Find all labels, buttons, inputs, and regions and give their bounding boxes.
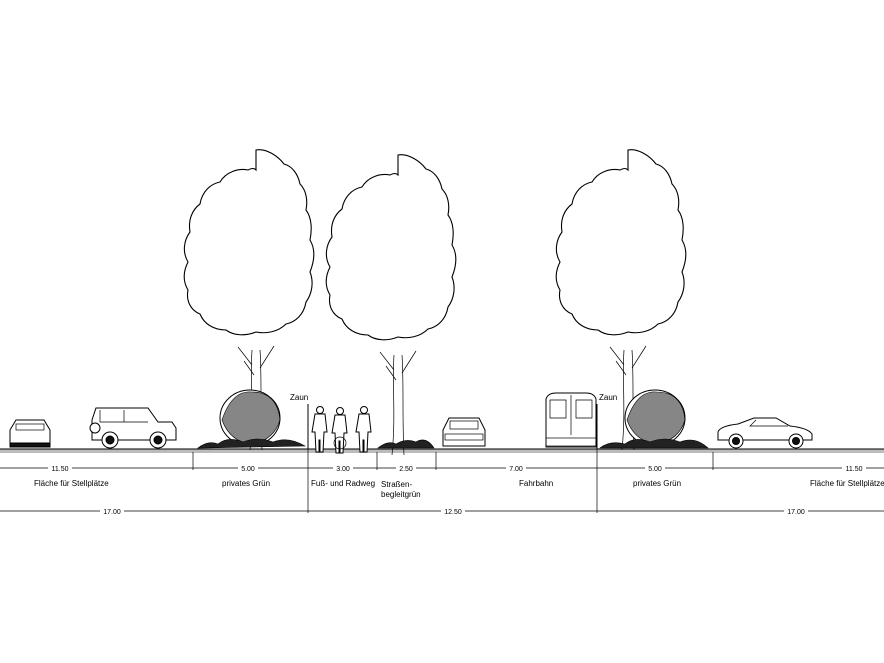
dimension-values: 11.50 5.00 3.00 2.50 7.00 5.00 11.50 17.… bbox=[48, 464, 866, 516]
label-verge-line1: Straßen- bbox=[381, 480, 412, 489]
label-road: Fahrbahn bbox=[519, 479, 553, 488]
segment-labels: Fläche für Stellplätze privates Grün Fuß… bbox=[34, 479, 884, 499]
dim-parking-left: 11.50 bbox=[52, 466, 69, 473]
sports-car-side bbox=[717, 417, 813, 449]
van-rear bbox=[545, 392, 597, 448]
pedestrian bbox=[355, 406, 372, 453]
fence-label-left: Zaun bbox=[290, 393, 308, 402]
dim-parking-right: 11.50 bbox=[846, 466, 863, 473]
cyclist bbox=[331, 407, 348, 454]
tree-center bbox=[326, 155, 456, 455]
dim-road: 7.00 bbox=[509, 466, 523, 473]
shrub-right bbox=[599, 389, 709, 449]
label-verge-line2: begleitgrün bbox=[381, 490, 421, 499]
car-front-road bbox=[442, 417, 486, 447]
label-path: Fuß- und Radweg bbox=[311, 479, 375, 488]
dim-total-left: 17.00 bbox=[103, 509, 121, 516]
dimension-row bbox=[0, 449, 884, 513]
shrub-center bbox=[377, 439, 435, 449]
label-green-left: privates Grün bbox=[222, 479, 270, 488]
fence-label-right: Zaun bbox=[599, 393, 617, 402]
car-front-left bbox=[9, 419, 51, 448]
label-parking-right: Fläche für Stellplätze bbox=[810, 479, 884, 488]
label-parking-left: Fläche für Stellplätze bbox=[34, 479, 109, 488]
dim-verge: 2.50 bbox=[399, 466, 413, 473]
dim-green-left: 5.00 bbox=[241, 466, 255, 473]
shrub-left bbox=[197, 389, 307, 449]
pedestrian bbox=[311, 406, 328, 453]
dim-path: 3.00 bbox=[336, 466, 350, 473]
suv-side bbox=[89, 407, 177, 449]
dim-total-right: 17.00 bbox=[787, 509, 805, 516]
dim-total-center: 12.50 bbox=[444, 509, 462, 516]
dim-green-right: 5.00 bbox=[648, 466, 662, 473]
label-green-right: privates Grün bbox=[633, 479, 681, 488]
ground-strip bbox=[0, 449, 884, 453]
